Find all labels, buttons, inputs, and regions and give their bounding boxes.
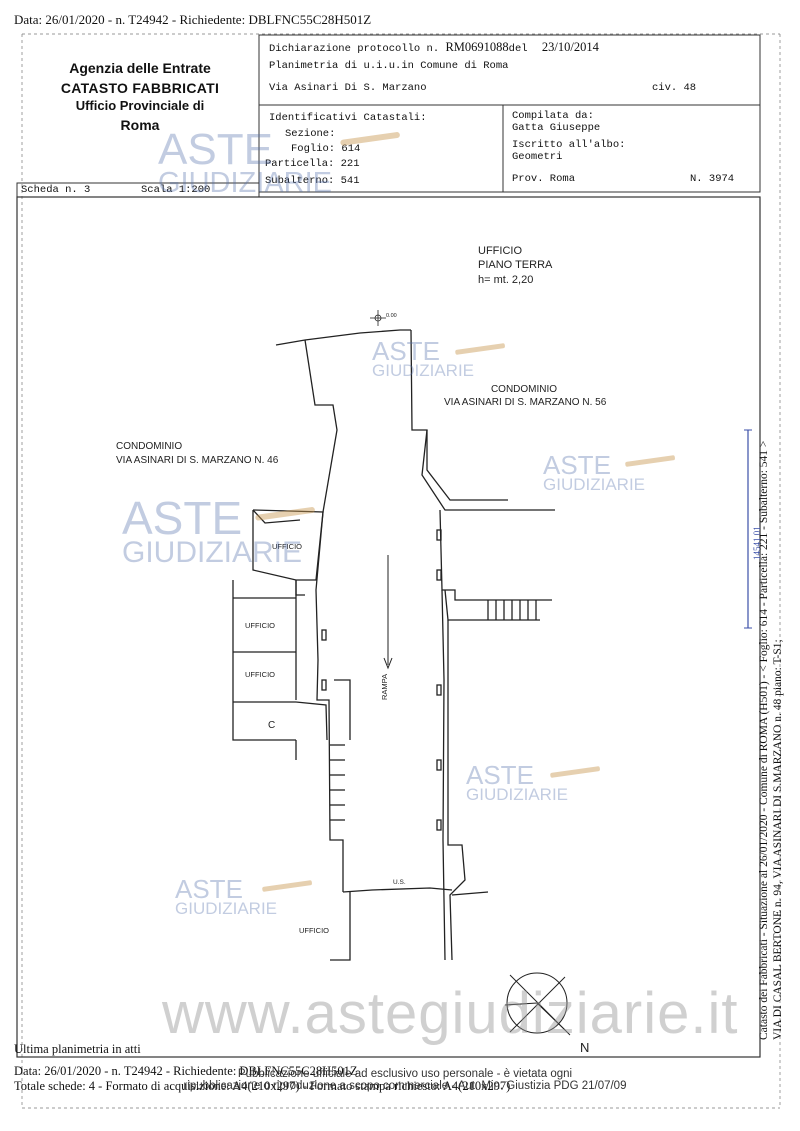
footer-totals-line: Totale schede: 4 - Formato di acquisizio…: [14, 1079, 511, 1093]
scheda-label: Scheda n. 3: [21, 184, 91, 196]
watermark-giudiziarie: GIUDIZIARIE: [372, 361, 475, 381]
condo-right-address: VIA ASINARI DI S. MARZANO N. 56: [444, 397, 607, 408]
plan-title-floor: PIANO TERRA: [478, 259, 553, 272]
protocol-line: Dichiarazione protocollo n. RM0691088del…: [269, 40, 599, 55]
compilata-name: Gatta Giuseppe: [512, 122, 601, 134]
room-ufficio-upper: UFFICIO: [272, 542, 302, 551]
publication-notice: Pubblicazione ufficiale ad esclusivo uso…: [170, 1068, 640, 1092]
subalterno-field: Subalterno: 541: [265, 175, 360, 187]
gavel-icon: [255, 507, 315, 521]
watermark-aste: ASTE: [175, 874, 243, 904]
scale-label: Scala 1:200: [141, 184, 211, 196]
aste-watermark: ASTE GIUDIZIARIE: [372, 336, 475, 381]
protocol-label: Dichiarazione protocollo n.: [269, 43, 440, 55]
compilata-label: Compilata da:: [512, 110, 594, 122]
north-label: N: [580, 1040, 590, 1055]
watermark-giudiziarie: GIUDIZIARIE: [122, 536, 303, 570]
agency-block: Agenzia delle Entrate CATASTO FABBRICATI…: [40, 60, 240, 133]
us-label: U.S.: [393, 879, 406, 886]
watermark-aste: ASTE: [466, 760, 534, 790]
site-watermark: www.astegiudiziarie.it: [162, 981, 739, 1046]
room-c: C: [268, 720, 276, 731]
watermark-giudiziarie: GIUDIZIARIE: [158, 166, 333, 199]
publication-notice-line2: ripubblicazione o riproduzione a scopo c…: [183, 1080, 627, 1092]
side-stamp: 14541 01: [752, 526, 762, 560]
plan-title-height: h= mt. 2,20: [478, 273, 534, 286]
condo-left-label: CONDOMINIO: [116, 441, 183, 452]
protocol-number: RM0691088: [445, 40, 509, 54]
office-city: Roma: [120, 117, 160, 133]
watermark-aste: ASTE: [372, 336, 440, 366]
gavel-icon: [625, 455, 675, 467]
watermark-aste: ASTE: [543, 450, 611, 480]
office-label: Ufficio Provinciale di: [75, 98, 205, 113]
publication-notice-line1: Pubblicazione ufficiale ad esclusivo uso…: [237, 1068, 573, 1080]
aste-watermark: ASTE GIUDIZIARIE: [158, 125, 333, 199]
room-ufficio-2: UFFICIO: [245, 670, 275, 679]
aste-watermark: ASTE GIUDIZIARIE: [122, 492, 303, 570]
level-label: 0.00: [386, 313, 397, 319]
footer-data-line: Data: 26/01/2020 - n. T24942 - Richieden…: [14, 1064, 358, 1078]
watermark-giudiziarie: GIUDIZIARIE: [175, 899, 278, 919]
aste-watermark: ASTE GIUDIZIARIE: [175, 874, 278, 919]
address-line: Via Asinari Di S. Marzano: [269, 82, 427, 94]
condo-left-address: VIA ASINARI DI S. MARZANO N. 46: [116, 454, 279, 466]
condo-right: CONDOMINIO VIA ASINARI DI S. MARZANO N. …: [444, 383, 606, 409]
north-arrow: [504, 972, 571, 1036]
room-ufficio-bottom: UFFICIO: [299, 926, 329, 935]
room-ufficio-1: UFFICIO: [245, 621, 275, 630]
civic-number: civ. 48: [652, 82, 697, 94]
particella-field: Particella: 221: [265, 158, 360, 170]
side-address-line: VIA DI CASAL BERTONE n. 94, VIA ASINARI …: [772, 639, 784, 1040]
header-request-line: Data: 26/01/2020 - n. T24942 - Richieden…: [14, 12, 372, 27]
aste-watermark: ASTE GIUDIZIARIE: [466, 760, 569, 805]
agency-name: Agenzia delle Entrate: [69, 60, 211, 76]
watermark-aste: ASTE: [158, 125, 273, 174]
plan-title: UFFICIO PIANO TERRA h= mt. 2,20: [478, 244, 552, 287]
gavel-icon: [262, 880, 312, 892]
province: Prov. Roma: [512, 173, 576, 185]
watermark-giudiziarie: GIUDIZIARIE: [466, 785, 569, 805]
watermark-giudiziarie: GIUDIZIARIE: [543, 475, 646, 495]
sezione-field: Sezione:: [285, 128, 336, 140]
plan-title-use: UFFICIO: [478, 245, 522, 257]
gavel-icon: [455, 343, 505, 355]
condo-left: CONDOMINIO VIA ASINARI DI S. MARZANO N. …: [116, 440, 278, 467]
date-label: del: [508, 43, 528, 55]
level-marker: [370, 310, 386, 326]
albo-value: Geometri: [512, 151, 563, 163]
foglio-field: Foglio: 614: [291, 143, 361, 155]
watermark-aste: ASTE: [122, 492, 243, 544]
last-plan-note: Ultima planimetria in atti: [14, 1042, 141, 1056]
protocol-date: 23/10/2014: [541, 40, 599, 54]
plan-line: Planimetria di u.i.u.in Comune di Roma: [269, 60, 509, 72]
catasto-title: CATASTO FABBRICATI: [60, 80, 220, 96]
identifiers-title: Identificativi Catastali:: [269, 112, 427, 124]
gavel-icon: [340, 132, 400, 146]
albo-label: Iscritto all'albo:: [512, 139, 626, 151]
gavel-icon: [550, 766, 600, 778]
albo-number: N. 3974: [690, 173, 735, 185]
aste-watermark: ASTE GIUDIZIARIE: [543, 450, 646, 495]
condo-right-label: CONDOMINIO: [490, 384, 558, 395]
